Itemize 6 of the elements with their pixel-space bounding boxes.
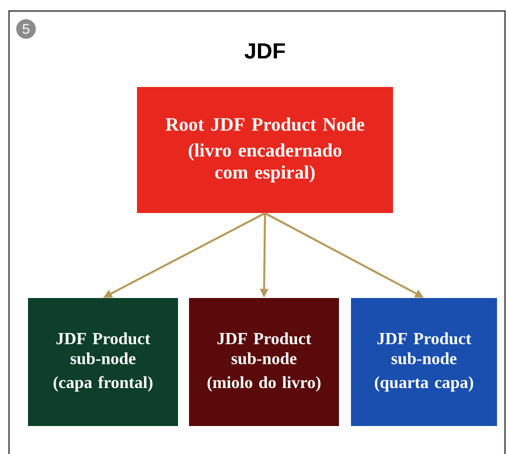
- node-box: JDF Product sub-node (quarta capa): [351, 298, 497, 426]
- number-badge: 5: [16, 19, 36, 39]
- node-box: JDF Product sub-node (capa frontal): [28, 298, 178, 426]
- root-box: Root JDF Product Node (livro encadernado com espiral): [137, 87, 393, 213]
- node-box: JDF Product sub-node (miolo do livro): [189, 298, 339, 426]
- title: JDF: [244, 43, 285, 59]
